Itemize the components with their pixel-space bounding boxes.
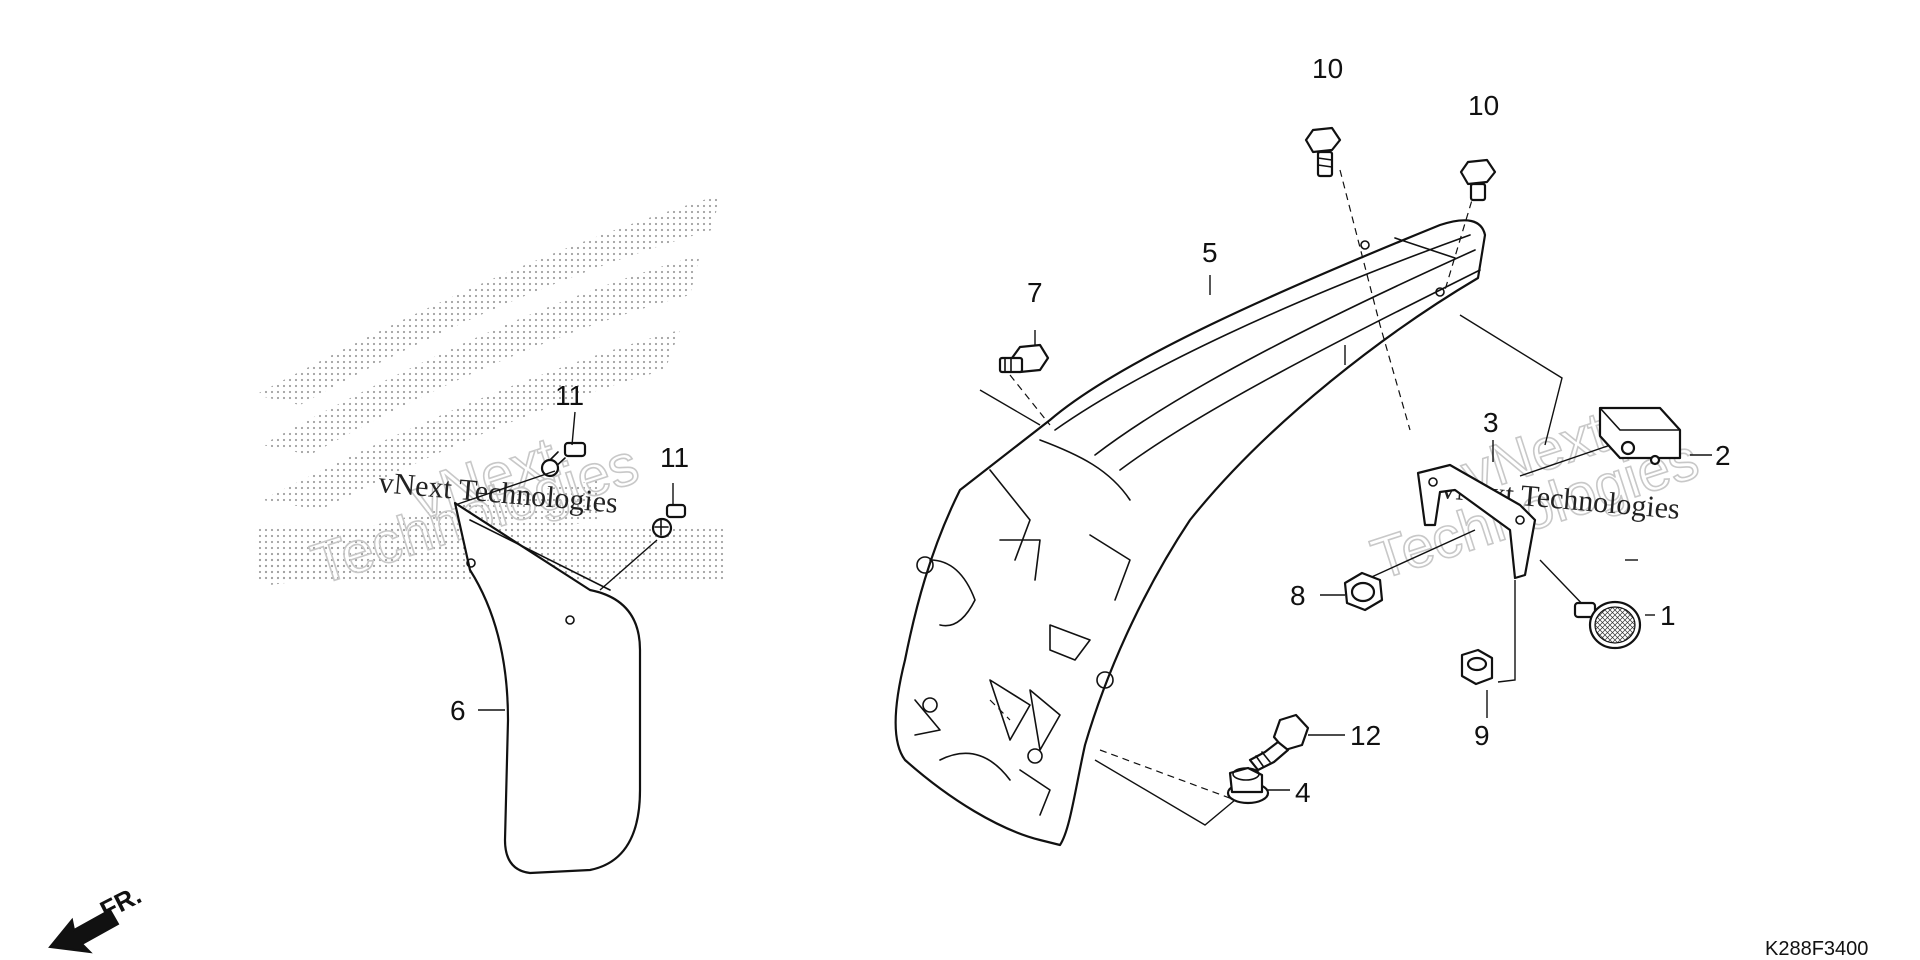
callout-5: 5 (1202, 237, 1218, 268)
part-1-round-reflector (1573, 600, 1642, 650)
part-11-screw-a (540, 441, 587, 478)
part-10-bolt-b (1459, 158, 1497, 202)
callout-4: 4 (1295, 777, 1311, 808)
part-12-bolt (1248, 713, 1345, 772)
callout-3: 3 (1483, 407, 1499, 438)
callout-2: 2 (1715, 440, 1731, 471)
callout-6: 6 (450, 695, 466, 726)
callout-9: 9 (1474, 720, 1490, 751)
callout-1: 1 (1660, 600, 1676, 631)
callout-8: 8 (1290, 580, 1306, 611)
callout-labels: 1 2 3 4 5 6 7 8 9 10 10 11 11 12 (450, 53, 1731, 808)
callout-11a: 11 (555, 380, 584, 411)
callout-10a: 10 (1312, 53, 1343, 84)
callout-7: 7 (1027, 277, 1043, 308)
part-3-bracket (1416, 440, 1537, 580)
part-2-reflector (1598, 406, 1682, 466)
part-8-nut (1343, 571, 1384, 612)
part-9-nut (1460, 648, 1494, 686)
callout-10b: 10 (1468, 90, 1499, 121)
diagram-code: K288F3400 (1765, 938, 1868, 960)
part-5-rear-fender (894, 219, 1487, 847)
part-7-bolt (998, 330, 1050, 374)
front-direction-arrow: FR. (48, 880, 146, 954)
part-4-grommet (1226, 766, 1290, 805)
callout-12: 12 (1350, 720, 1381, 751)
part-6-side-cover (453, 501, 642, 875)
callout-11b: 11 (660, 442, 689, 473)
part-10-bolt-a (1304, 126, 1342, 178)
part-11-screw-b (651, 503, 687, 539)
